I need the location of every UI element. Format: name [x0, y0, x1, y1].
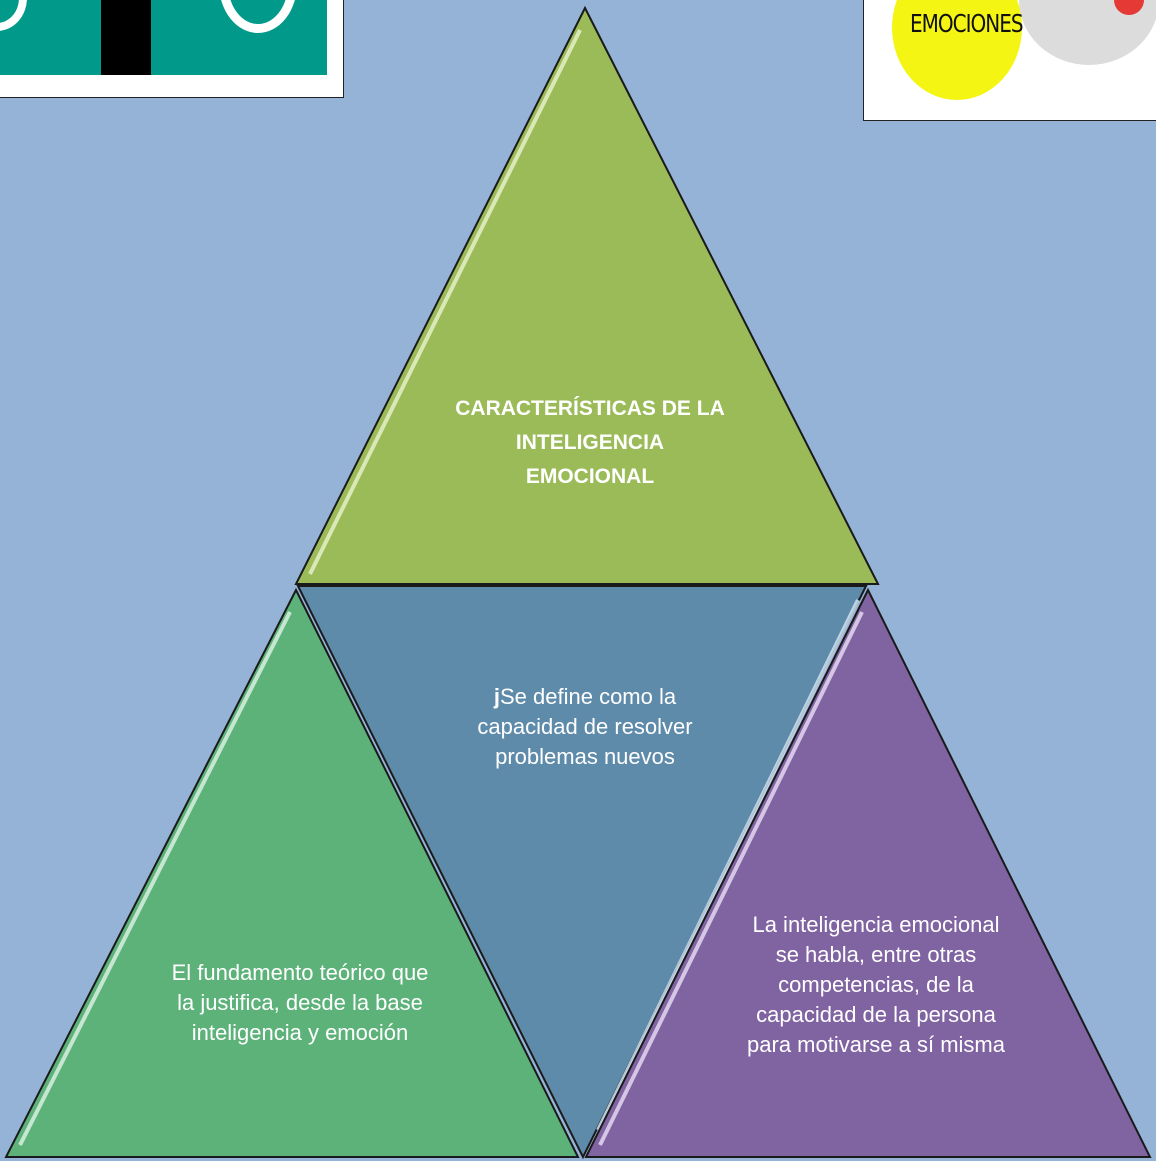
top-title-text: CARACTERÍSTICAS DE LA INTELIGENCIA EMOCI…	[455, 397, 725, 488]
triangle-middle-highlight	[596, 599, 860, 1131]
top-left-image	[0, 0, 344, 98]
middle-triangle-text: jSe define como la capacidad de resolver…	[450, 682, 720, 772]
left-text: El fundamento teórico que la justifica, …	[171, 960, 429, 1045]
left-triangle-text: El fundamento teórico que la justifica, …	[160, 958, 440, 1048]
triangle-right-highlight	[598, 611, 864, 1146]
right-text: La inteligencia emocional se habla, entr…	[747, 912, 1005, 1057]
triangle-left	[4, 587, 580, 1158]
middle-prefix: j	[493, 684, 500, 709]
triangle-right	[584, 587, 1152, 1158]
black-bar	[101, 0, 151, 75]
top-triangle-title: CARACTERÍSTICAS DE LA INTELIGENCIA EMOCI…	[450, 392, 730, 494]
middle-text: Se define como la capacidad de resolver …	[477, 684, 693, 769]
badge-label: EMOCIONES	[910, 8, 1024, 38]
triangle-left-highlight	[18, 611, 292, 1146]
top-right-image: EMOCIONES	[863, 0, 1156, 121]
heart-icon	[1114, 0, 1144, 15]
triangle-top-highlight	[308, 29, 582, 575]
right-triangle-text: La inteligencia emocional se habla, entr…	[745, 910, 1007, 1060]
triangle-top	[294, 5, 880, 585]
